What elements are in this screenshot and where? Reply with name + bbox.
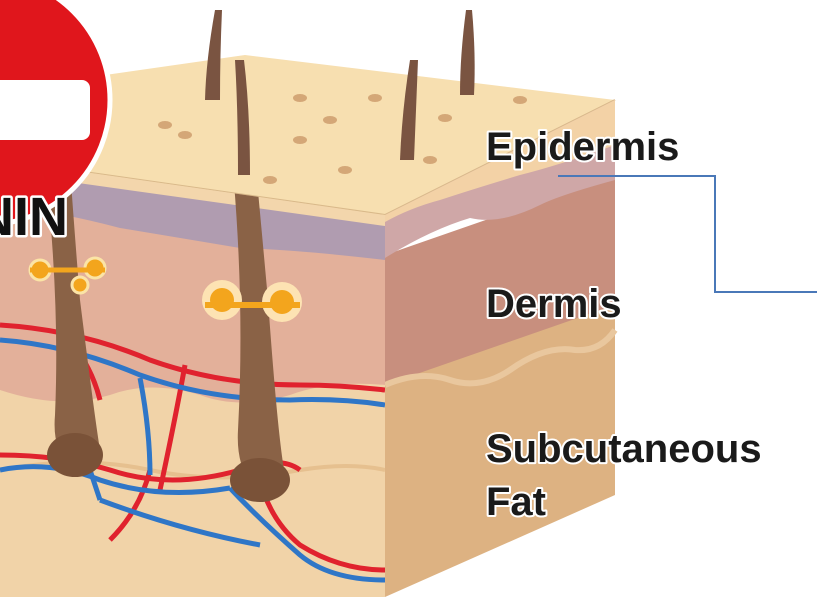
label-epidermis: Epidermis (486, 125, 679, 169)
label-subcutaneous: Subcutaneous (486, 427, 762, 471)
label-dermis: Dermis (486, 282, 622, 326)
sign-text: NIN (0, 187, 68, 247)
label-fat: Fat (486, 480, 546, 524)
